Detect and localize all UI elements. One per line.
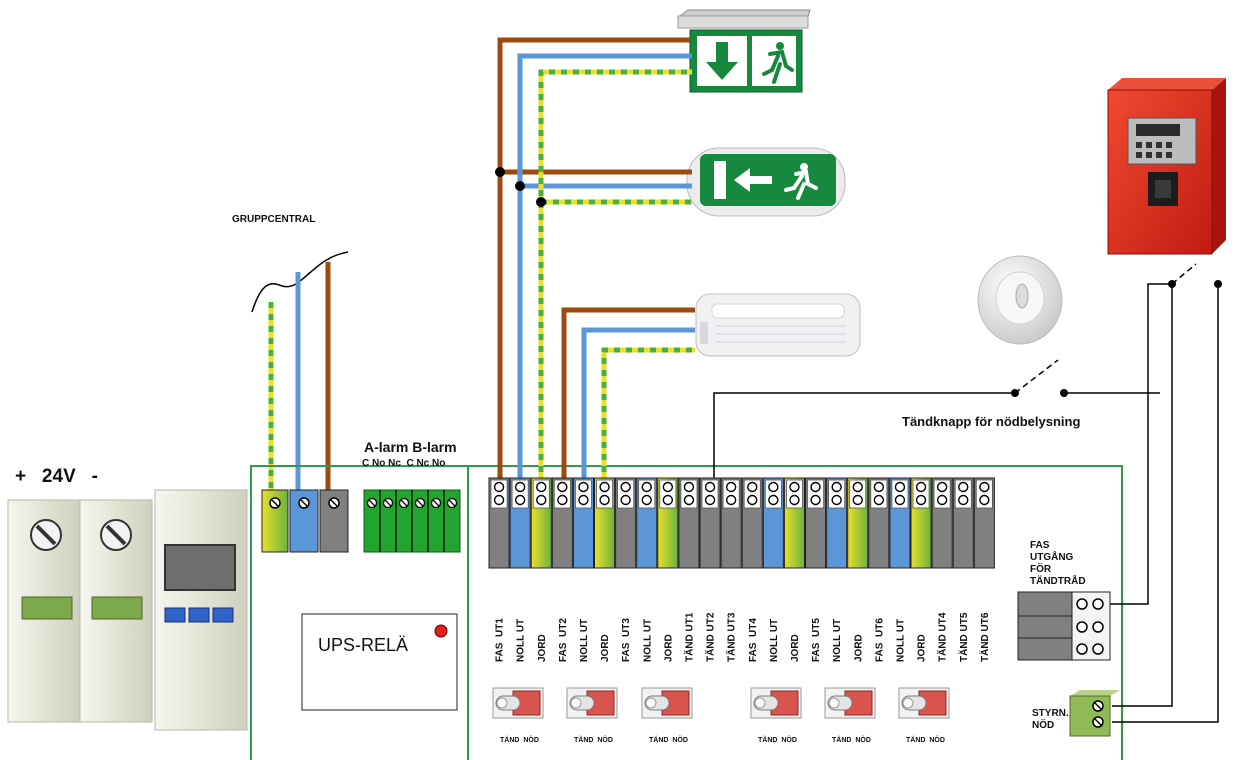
output-terminal (973, 477, 995, 569)
alarm-contact-labels: C No Nc C Nc No (362, 458, 445, 469)
power-supply-cabinets (7, 489, 248, 731)
terminal-label: JORD (663, 634, 674, 662)
terminal-label: TÄND UT4 (936, 612, 949, 662)
output-terminal (551, 477, 573, 569)
output-terminal-strip: FAS UT1 NOLL UT JORD FAS UT2 NOLL UT JORD FAS … (488, 477, 995, 662)
output-terminal (657, 477, 679, 569)
tand-nod-switch[interactable] (566, 687, 618, 719)
output-terminal (910, 477, 932, 569)
fas-utgang-terminal-block (1017, 591, 1111, 661)
gruppcentral-label: GRUPPCENTRAL (232, 214, 315, 225)
terminal-label: NOLL UT (579, 619, 590, 662)
terminal-label: JORD (537, 634, 548, 662)
tand-nod-switch[interactable] (898, 687, 950, 719)
switch-label: TÄND NÖD (574, 735, 613, 744)
fire-alarm-panel-icon (1107, 78, 1226, 255)
svg-text:FÖR: FÖR (1030, 562, 1052, 575)
emergency-light-icon (695, 293, 861, 357)
styrn-nod-label: STYRN. NÖD (1032, 708, 1069, 731)
terminal-label: TÄND UT2 (704, 612, 717, 662)
tandknapp-label: Tändknapp för nödbelysning (902, 414, 1080, 429)
switch-label: TÄND NÖD (906, 735, 945, 744)
switch-label: TÄND NÖD (832, 735, 871, 744)
tand-nod-switch[interactable] (492, 687, 544, 719)
terminal-label: TÄND UT5 (957, 612, 970, 662)
output-terminal (488, 477, 510, 569)
output-terminal (762, 477, 784, 569)
output-terminal (889, 477, 911, 569)
fixture-wiring (497, 37, 695, 484)
output-terminal (699, 477, 721, 569)
svg-text:STYRN.: STYRN. (1032, 708, 1069, 719)
terminal-label: JORD (853, 634, 864, 662)
ups-relay (301, 613, 458, 711)
terminal-label: NOLL UT (516, 619, 527, 662)
input-terminal-block (261, 489, 349, 553)
styrn-nod-terminal (1069, 690, 1120, 737)
output-terminal (636, 477, 658, 569)
alarm-title: A-larm B-larm (364, 439, 457, 455)
display-screen (164, 544, 236, 591)
tand-nod-switch[interactable] (750, 687, 802, 719)
ups-led-indicator (434, 624, 448, 638)
terminal-label: FAS UT6 (874, 618, 885, 662)
switch-label: TÄND NÖD (500, 735, 539, 744)
exit-sign-down-arrow-icon (677, 9, 811, 93)
terminal-label: FAS UT4 (748, 618, 759, 662)
power-label: + 24V - (15, 466, 98, 487)
tand-nod-switch-row: TÄND NÖD TÄND NÖD TÄND NÖD TÄND NÖD TÄND NÖD… (492, 687, 950, 744)
terminal-label: JORD (917, 634, 928, 662)
terminal-label: FAS UT1 (495, 618, 506, 662)
terminal-label: TÄND UT3 (725, 612, 738, 662)
output-terminal (678, 477, 700, 569)
wire-junctions (495, 167, 546, 207)
terminal-label: JORD (790, 634, 801, 662)
exit-sign-left-arrow-icon (686, 147, 846, 217)
alarm-terminal-block (363, 489, 461, 553)
output-terminal (509, 477, 531, 569)
tand-nod-switch[interactable] (641, 687, 693, 719)
svg-text:NÖD: NÖD (1032, 718, 1054, 731)
terminal-label: NOLL UT (642, 619, 653, 662)
svg-text:TÄNDTRÅD: TÄNDTRÅD (1030, 574, 1086, 587)
breaker-knob-icon[interactable] (30, 519, 62, 551)
light-switch-icon[interactable] (977, 255, 1063, 345)
ups-rela-label: UPS-RELÄ (318, 635, 408, 655)
terminal-label: NOLL UT (769, 619, 780, 662)
output-terminal (530, 477, 552, 569)
output-terminal (741, 477, 763, 569)
output-terminal (594, 477, 616, 569)
terminal-label: NOLL UT (832, 619, 843, 662)
terminal-label: FAS UT5 (811, 618, 822, 662)
terminal-label: FAS UT2 (558, 618, 569, 662)
terminal-label: TÄND UT6 (978, 612, 991, 662)
switch-label: TÄND NÖD (649, 735, 688, 744)
output-terminal (720, 477, 742, 569)
output-terminal (783, 477, 806, 569)
control-panel-border (250, 465, 1123, 760)
output-terminal (931, 477, 953, 569)
svg-text:FAS: FAS (1030, 540, 1050, 551)
tand-nod-switch[interactable] (824, 687, 876, 719)
output-terminal (952, 477, 974, 569)
output-terminal (847, 477, 869, 569)
output-terminal (868, 477, 890, 569)
cable-cut-line (251, 251, 349, 313)
output-terminal (826, 477, 848, 569)
switch-wiring (713, 263, 1219, 723)
terminal-label: JORD (600, 634, 611, 662)
svg-text:UTGÅNG: UTGÅNG (1030, 550, 1074, 563)
fas-utgang-label: FAS UTGÅNG FÖR TÄNDTRÅD (1030, 540, 1086, 587)
output-terminal (615, 477, 637, 569)
output-terminal (805, 477, 827, 569)
terminal-label: NOLL UT (895, 619, 906, 662)
switch-label: TÄND NÖD (758, 735, 797, 744)
terminal-label: TÄND UT1 (682, 612, 695, 662)
output-terminal (572, 477, 595, 569)
breaker-knob-icon[interactable] (100, 519, 132, 551)
terminal-label: FAS UT3 (621, 618, 632, 662)
